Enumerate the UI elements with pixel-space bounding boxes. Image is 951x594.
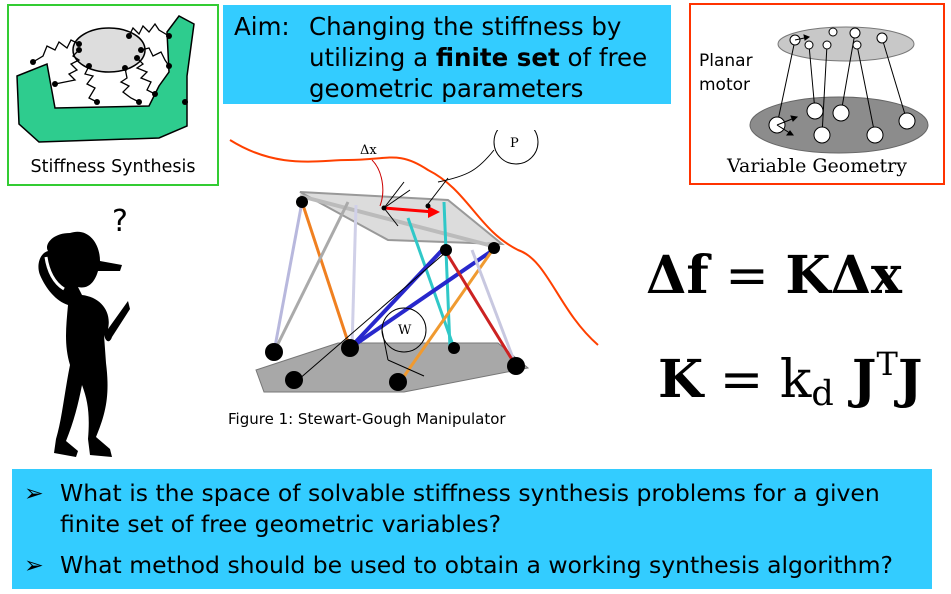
w-label: W: [398, 323, 412, 338]
question-mark: ?: [112, 205, 128, 239]
question-item: ➢ What method should be used to obtain a…: [24, 550, 932, 581]
aim-emphasis: finite set: [435, 43, 560, 72]
variable-geometry-panel: Planar motor Variable Geometry: [689, 3, 945, 185]
aim-label: Aim:: [234, 12, 290, 41]
equation-stiffness: K = kd JTJ: [658, 345, 923, 414]
trajectory-curve: [229, 139, 599, 346]
p-label: P: [510, 136, 519, 151]
lower-platform: [749, 96, 929, 154]
force-arrows: [381, 177, 449, 377]
delta-x-label: Δx: [360, 143, 377, 158]
figure-caption: Figure 1: Stewart-Gough Manipulator: [228, 410, 506, 428]
gripper-body: [16, 15, 195, 143]
stewart-gough-manipulator-diagram: Δx P W: [229, 130, 599, 393]
motion-arrows: [776, 34, 811, 136]
base-plate: [255, 342, 530, 393]
joints: [265, 196, 525, 391]
variable-geometry-illustration: [749, 26, 929, 154]
delta-x-pointer: [371, 159, 384, 207]
aim-line-1: Changing the stiffness by: [309, 12, 622, 41]
p-callout: [493, 130, 539, 165]
springs: [32, 22, 170, 103]
lower-joints: [768, 102, 916, 144]
thinking-person-icon: ?: [38, 205, 130, 457]
gripper-illustration: [16, 15, 195, 143]
equation-force: Δf = KΔx: [646, 245, 902, 306]
questions-box: ➢ What is the space of solvable stiffnes…: [12, 469, 932, 589]
aim-line-2: utilizing a finite set of free: [309, 43, 648, 72]
spring-nodes: [30, 33, 188, 105]
question-item: ➢ What is the space of solvable stiffnes…: [24, 478, 932, 540]
top-plate-edge: [299, 194, 501, 250]
legs: [776, 32, 908, 136]
stiffness-synthesis-panel: Stiffness Synthesis: [7, 4, 219, 186]
arrow-bullet-icon: ➢: [24, 551, 44, 579]
arrow-bullet-icon: ➢: [24, 479, 44, 507]
question-text: What is the space of solvable stiffness …: [60, 479, 880, 538]
stiffness-synthesis-caption: Stiffness Synthesis: [30, 157, 196, 177]
grasped-object: [72, 27, 146, 73]
delta-x-arrowhead: [428, 206, 440, 218]
variable-geometry-caption: Variable Geometry: [727, 155, 907, 177]
delta-x-arrow: [383, 206, 435, 214]
aim-box: Aim: Changing the stiffness by utilizing …: [223, 5, 671, 104]
aim-line-3: geometric parameters: [309, 74, 584, 103]
planar-motor-label: Planar motor: [699, 51, 753, 95]
p-pointer: [437, 149, 495, 183]
question-text: What method should be used to obtain a w…: [60, 551, 893, 579]
person-silhouette: [38, 231, 130, 457]
legs: [272, 201, 518, 383]
arm-outline: [44, 256, 65, 291]
